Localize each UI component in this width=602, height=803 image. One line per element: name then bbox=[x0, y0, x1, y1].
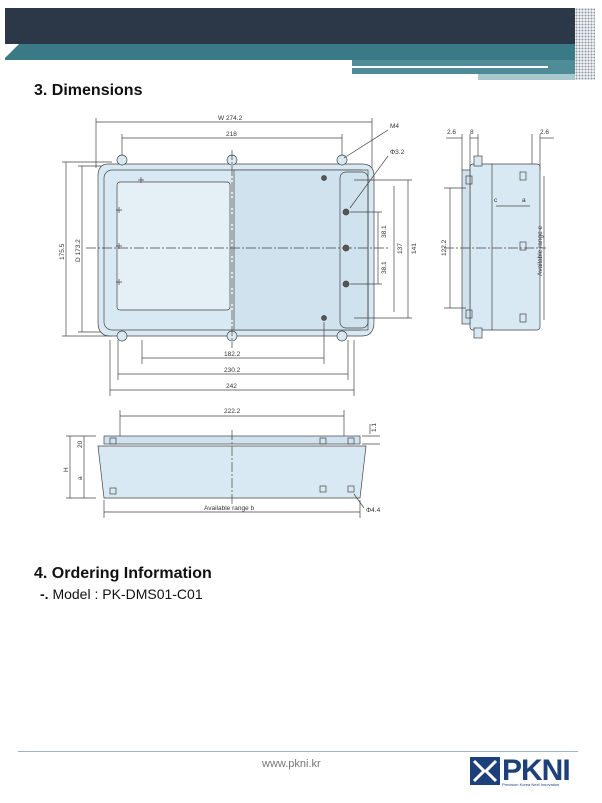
pkni-logo: PKNI Precision Korea Next Innovation bbox=[470, 754, 578, 789]
logo-mark-icon bbox=[470, 757, 500, 785]
label-phi32: Φ3.2 bbox=[390, 149, 405, 156]
side-view-labels: 2.6 8 2.6 122.2 c a Available range e bbox=[441, 129, 549, 276]
label-2302: 230.2 bbox=[224, 367, 241, 374]
header-white-line bbox=[352, 66, 548, 68]
label-m4: M4 bbox=[390, 123, 399, 130]
label-1732: D 173.2 bbox=[75, 239, 82, 262]
label-range-e: Available range e bbox=[537, 226, 544, 276]
label-141: 141 bbox=[411, 243, 418, 254]
logo-tagline: Precision Korea Next Innovation bbox=[502, 782, 560, 787]
model-text: Model : PK-DMS01-C01 bbox=[48, 586, 203, 602]
header-light-strip bbox=[478, 74, 575, 80]
model-dash: -. bbox=[40, 586, 49, 602]
label-20: 20 bbox=[77, 440, 84, 448]
header-dot-pattern bbox=[575, 8, 595, 80]
label-26a: 2.6 bbox=[447, 129, 456, 136]
front-view bbox=[66, 410, 380, 518]
side-view bbox=[444, 134, 554, 339]
label-1222: 122.2 bbox=[441, 239, 448, 256]
footer-divider bbox=[18, 751, 578, 752]
label-h: H bbox=[63, 467, 70, 472]
footer-url: www.pkni.kr bbox=[262, 758, 321, 770]
label-1822: 182.2 bbox=[224, 351, 241, 358]
label-w: W 274.2 bbox=[218, 115, 243, 122]
label-381a: 38.1 bbox=[381, 225, 388, 238]
label-218: 218 bbox=[226, 131, 237, 138]
ordering-heading: 4. Ordering Information bbox=[34, 565, 212, 582]
label-1755: 175.5 bbox=[59, 243, 66, 260]
label-a-front: a bbox=[77, 476, 84, 480]
label-2222: 222.2 bbox=[224, 408, 241, 415]
top-view bbox=[62, 118, 412, 396]
label-242: 242 bbox=[226, 383, 237, 390]
header-accent-bar bbox=[5, 44, 575, 60]
model-line: -. Model : PK-DMS01-C01 bbox=[40, 586, 203, 602]
dimensions-heading: 3. Dimensions bbox=[34, 82, 143, 99]
label-c: c bbox=[494, 197, 498, 204]
label-26b: 2.6 bbox=[540, 129, 549, 136]
header-bar bbox=[5, 8, 575, 44]
label-range-b: Available range b bbox=[204, 505, 254, 512]
label-phi44: Φ4.4 bbox=[366, 507, 381, 514]
front-view-labels: 222.2 1.1 20 H a Available range b Φ4.4 bbox=[63, 408, 381, 514]
label-381b: 38.1 bbox=[381, 261, 388, 274]
label-137: 137 bbox=[397, 243, 404, 254]
label-8: 8 bbox=[470, 129, 474, 136]
label-a-side: a bbox=[522, 197, 526, 204]
logo-wordmark: PKNI bbox=[502, 754, 571, 787]
header-notch bbox=[5, 44, 19, 58]
top-view-labels: W 274.2 218 M4 Φ3.2 175.5 D 173.2 38.1 3… bbox=[59, 115, 418, 390]
label-11: 1.1 bbox=[371, 423, 378, 432]
